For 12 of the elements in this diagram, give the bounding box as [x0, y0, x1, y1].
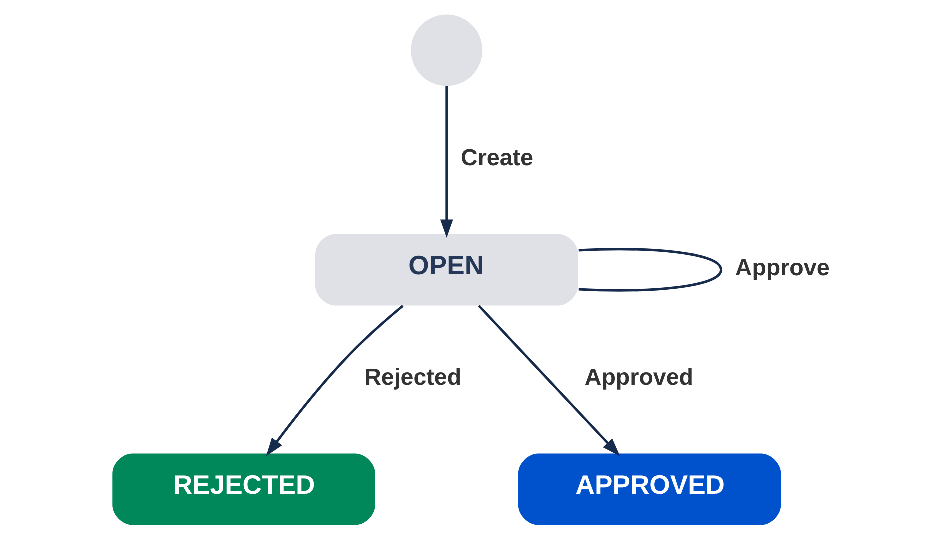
edge-label: Create	[461, 144, 534, 171]
arrow	[478, 305, 620, 456]
edge-label: Approved	[584, 364, 694, 390]
edge-label: Approve	[735, 254, 830, 280]
node-box: OPEN	[316, 234, 578, 306]
arrow	[266, 305, 404, 456]
connector	[578, 248, 723, 292]
node-box: APPROVED	[518, 454, 782, 526]
edge-label: Rejected	[364, 364, 462, 390]
arrow	[440, 86, 454, 238]
node-box: REJECTED	[112, 454, 376, 526]
node-circle	[411, 14, 483, 86]
